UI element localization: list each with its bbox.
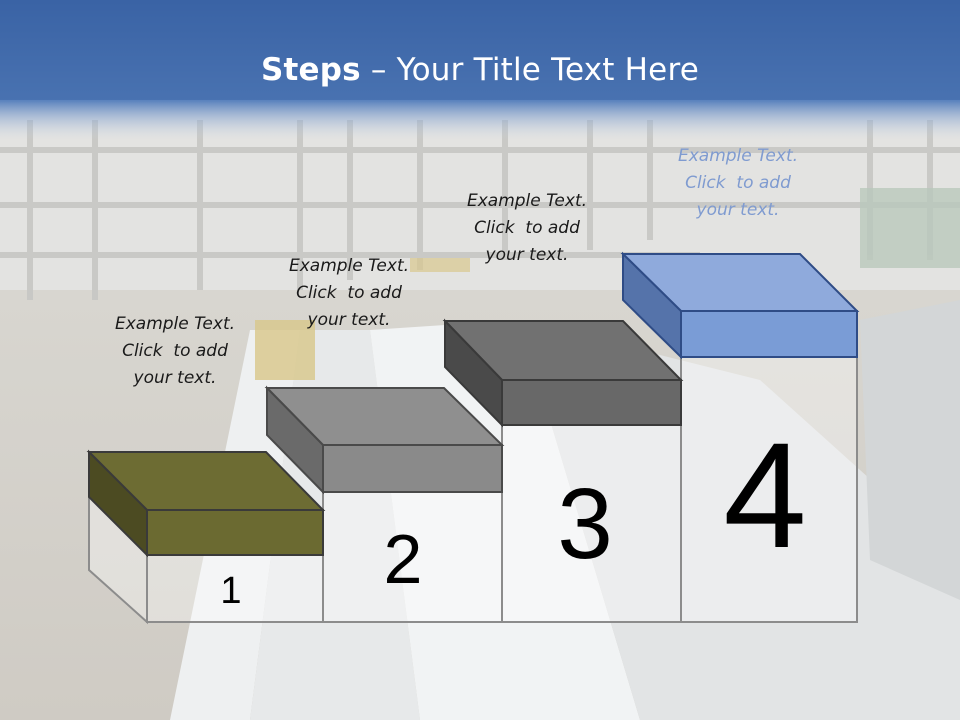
step-4-caption[interactable]: Example Text. Click to add your text. bbox=[643, 143, 833, 224]
step-3-caption[interactable]: Example Text. Click to add your text. bbox=[432, 188, 622, 269]
caption-line: your text. bbox=[485, 245, 569, 265]
stair-3-front bbox=[501, 424, 682, 623]
caption-line: Click to add bbox=[474, 218, 580, 238]
step-2-block[interactable] bbox=[264, 385, 505, 495]
step-2-caption[interactable]: Example Text. Click to add your text. bbox=[254, 253, 444, 334]
slide-title[interactable]: Steps – Your Title Text Here bbox=[0, 52, 960, 88]
caption-line: Click to add bbox=[685, 173, 791, 193]
caption-line: Example Text. bbox=[288, 256, 410, 276]
stair-4-front bbox=[680, 356, 858, 623]
step-4-number[interactable]: 4 bbox=[723, 411, 807, 579]
caption-line: Example Text. bbox=[114, 314, 236, 334]
stair-2-front bbox=[322, 491, 503, 623]
step-3-number[interactable]: 3 bbox=[557, 468, 613, 580]
caption-line: Click to add bbox=[122, 341, 228, 361]
step-3-block[interactable] bbox=[442, 318, 684, 428]
step-4-block[interactable] bbox=[620, 251, 860, 360]
step-1-number[interactable]: 1 bbox=[220, 570, 242, 612]
title-rest: – Your Title Text Here bbox=[360, 52, 699, 88]
caption-line: your text. bbox=[133, 368, 217, 388]
caption-line: your text. bbox=[696, 200, 780, 220]
title-bold: Steps bbox=[260, 52, 361, 88]
step-1-caption[interactable]: Example Text. Click to add your text. bbox=[80, 311, 270, 392]
caption-line: Example Text. bbox=[466, 191, 588, 211]
step-2-number[interactable]: 2 bbox=[383, 520, 423, 598]
caption-line: Example Text. bbox=[677, 146, 799, 166]
step-1-block[interactable] bbox=[86, 449, 326, 558]
caption-line: your text. bbox=[307, 310, 391, 330]
caption-line: Click to add bbox=[296, 283, 402, 303]
